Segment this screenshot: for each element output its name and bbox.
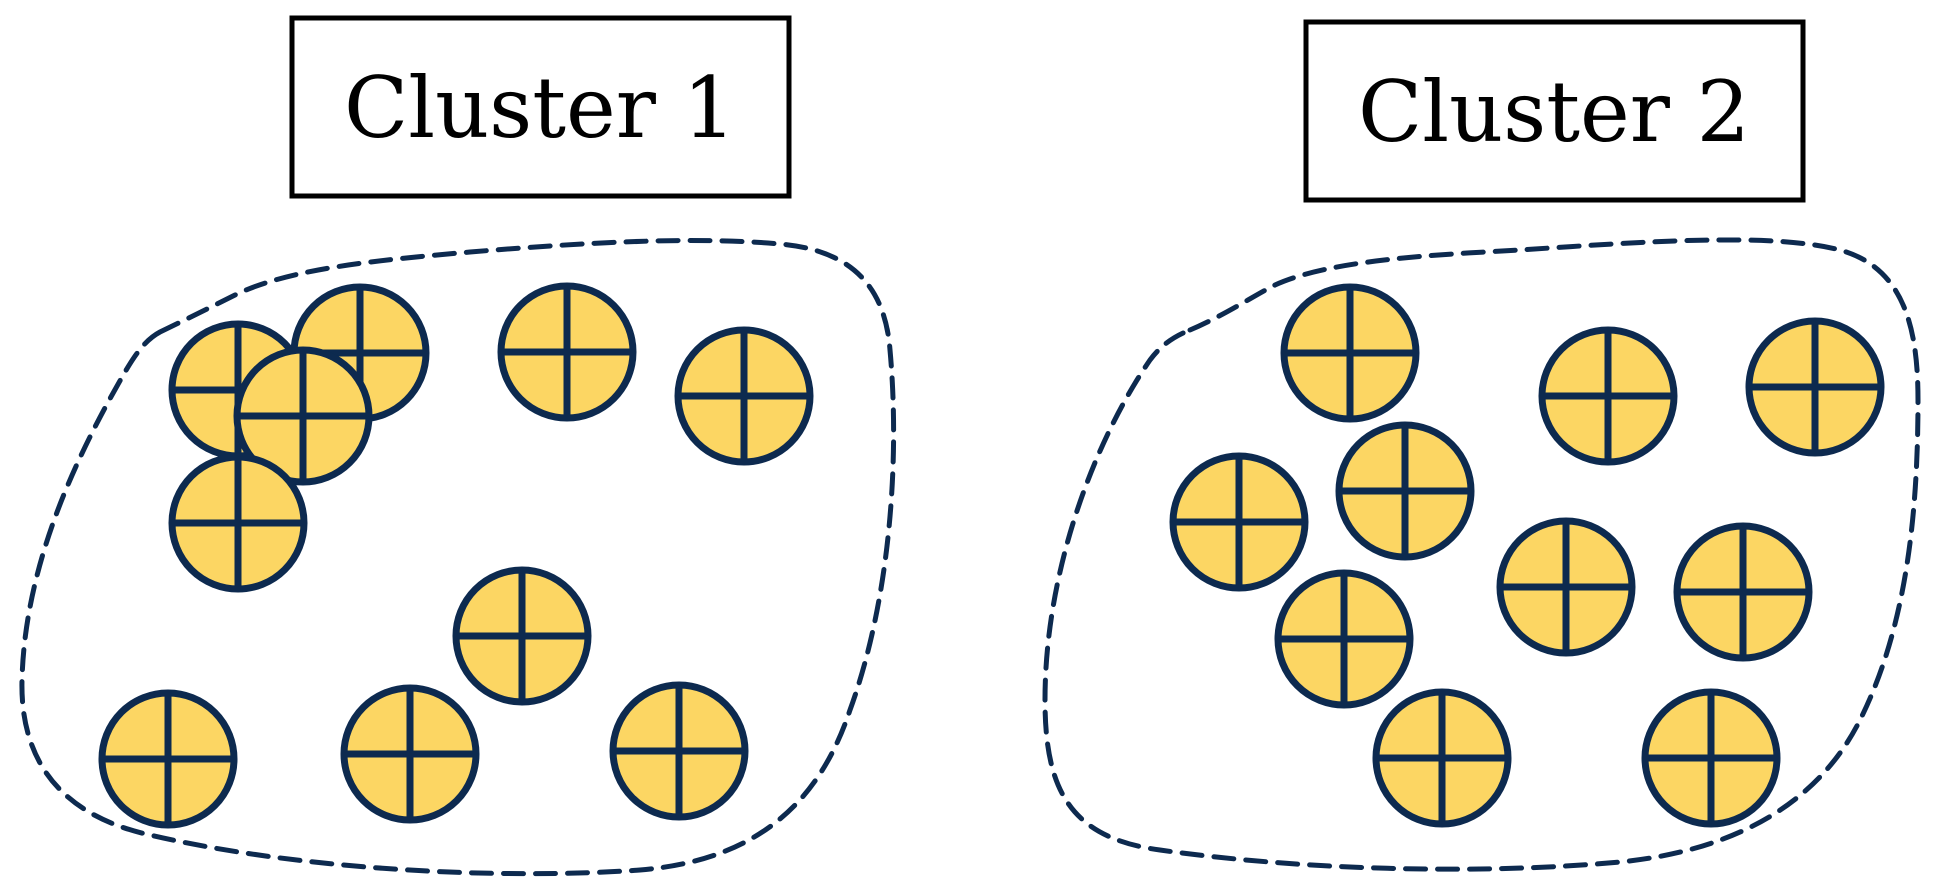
cluster-2-member-circle-cross-icon [1274, 569, 1414, 709]
cluster-2-member-circle-cross-icon [1169, 452, 1309, 592]
cluster-1-member-circle-cross-icon [98, 689, 238, 829]
cluster-2-member-circle-cross-icon [1641, 688, 1781, 828]
cluster-1-member-circle-cross-icon [233, 346, 373, 486]
cluster-2-title: Cluster 2 [1358, 63, 1750, 161]
cluster-2-boundary [1042, 237, 1921, 872]
cluster-1-member-circle-cross-icon [340, 684, 480, 824]
cluster-2-label-box: Cluster 2 [1303, 19, 1806, 203]
cluster-2-member-circle-cross-icon [1280, 283, 1420, 423]
cluster-1-boundary [19, 238, 897, 877]
cluster-1-member-circle-cross-icon [452, 566, 592, 706]
cluster-1-members [98, 282, 814, 829]
cluster-2-member-circle-cross-icon [1538, 326, 1678, 466]
cluster-1-label-box: Cluster 1 [289, 15, 792, 199]
cluster-2-members [1169, 283, 1885, 828]
cluster-1-title: Cluster 1 [344, 59, 736, 157]
cluster-1-member-circle-cross-icon [497, 282, 637, 422]
cluster-2-member-circle-cross-icon [1335, 421, 1475, 561]
cluster-1-member-circle-cross-icon [674, 326, 814, 466]
cluster-1-member-circle-cross-icon [609, 681, 749, 821]
cluster-2-member-circle-cross-icon [1496, 517, 1636, 657]
cluster-1-member-circle-cross-icon [168, 453, 308, 593]
cluster-2-member-circle-cross-icon [1745, 317, 1885, 457]
cluster-2-member-circle-cross-icon [1673, 522, 1813, 662]
cluster-2-member-circle-cross-icon [1372, 688, 1512, 828]
